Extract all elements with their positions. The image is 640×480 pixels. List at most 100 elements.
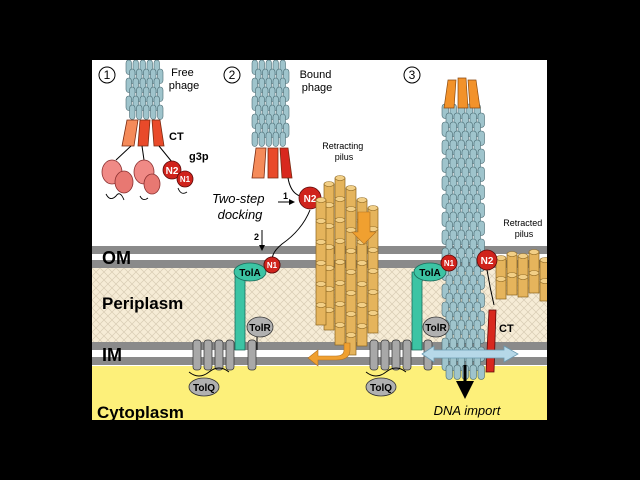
pilin-subunit (517, 276, 529, 298)
pilin-cap (334, 238, 346, 244)
docking-step-2: 2 (254, 232, 259, 242)
pilin-cap (539, 257, 547, 263)
phage-infection-diagram: OM Periplasm IM Cytoplasm 1 Free phage C… (92, 60, 547, 420)
pilin-cap (356, 281, 368, 287)
pilin-subunit (334, 219, 346, 241)
pilin-subunit (367, 312, 379, 334)
ct-label-1: CT (169, 131, 184, 143)
pilin-subunit (315, 262, 327, 284)
pilin-cap (495, 276, 507, 282)
capsomer (143, 104, 150, 120)
capsomer (136, 104, 143, 120)
g3p-label: g3p (189, 151, 209, 163)
helix-loop (365, 367, 407, 377)
step-2-marker: 2 (223, 66, 241, 84)
retraction-arrow-down (351, 211, 377, 245)
pilin-subunit (345, 208, 357, 230)
retracting-pilus-label: Retracting pilus (322, 141, 366, 162)
pilin-cap (334, 259, 346, 265)
pilin-cap (528, 249, 540, 255)
tm-helix (247, 339, 257, 371)
pilin-cap (356, 260, 368, 266)
pilin-cap (315, 239, 327, 245)
pilin-subunit (334, 177, 346, 199)
pilin-subunit (315, 241, 327, 263)
pilin-subunit (539, 259, 547, 281)
capsomer (265, 131, 272, 147)
tola-label-2: TolA (419, 268, 440, 279)
pilin-cap (345, 332, 357, 338)
pilin-subunit (315, 199, 327, 221)
dna-import-label: DNA import (434, 403, 502, 418)
bound-phage-body (251, 60, 290, 147)
tolq-label-2: TolQ (370, 383, 392, 394)
svg-text:1: 1 (104, 68, 111, 82)
cytoplasm-label: Cytoplasm (97, 403, 184, 420)
channel-phage-tip (443, 77, 481, 109)
pilin-subunit (334, 198, 346, 220)
pilin-cap (345, 290, 357, 296)
pilin-subunit (345, 187, 357, 209)
pilin-cap (315, 260, 327, 266)
pilin-cap (334, 217, 346, 223)
tm-helix (214, 339, 224, 371)
n1-label-3: N1 (267, 261, 278, 270)
capsomer (157, 104, 164, 120)
pilin-cap (517, 253, 529, 259)
retraction-arrow-under (307, 342, 351, 367)
pilin-subunit (495, 257, 507, 279)
pilin-cap (334, 322, 346, 328)
pilin-cap (495, 255, 507, 261)
membrane-opening-arrow (421, 345, 519, 363)
retracting-pilus (315, 175, 379, 356)
pilin-cap (315, 218, 327, 224)
tm-helix (391, 339, 401, 371)
pilin-subunit (345, 250, 357, 272)
pilin-subunit (528, 251, 540, 273)
pilin-subunit (345, 313, 357, 335)
periplasm-label: Periplasm (102, 294, 183, 313)
pilin-subunit (506, 253, 518, 275)
pilin-cap (334, 301, 346, 307)
pilin-cap (345, 185, 357, 191)
n2-label-1: N2 (166, 166, 179, 177)
bound-phage-label: Bound phage (300, 69, 335, 94)
pilin-subunit (345, 292, 357, 314)
tm-helix (380, 339, 390, 371)
capsomer (258, 131, 265, 147)
pilin-subunit (334, 261, 346, 283)
om-label: OM (102, 248, 131, 268)
capsomer (469, 364, 477, 380)
pilin-cap (323, 181, 335, 187)
pilin-subunit (315, 304, 327, 326)
tm-helix (225, 339, 235, 371)
n1-label-4: N1 (444, 259, 455, 268)
capsomer (453, 364, 461, 380)
pilin-cap (315, 302, 327, 308)
pilin-subunit (367, 249, 379, 271)
pilin-cap (367, 268, 379, 274)
svg-text:2: 2 (229, 68, 236, 82)
pilin-subunit (539, 280, 547, 302)
pilin-subunit (506, 274, 518, 296)
pilin-cap (506, 272, 518, 278)
pilin-cap (517, 274, 529, 280)
pilin-subunit (356, 304, 368, 326)
step-3-marker: 3 (403, 66, 421, 84)
helix-loop (188, 367, 230, 377)
capsomer (477, 364, 485, 380)
pilin-cap (345, 227, 357, 233)
pilin-subunit (315, 283, 327, 305)
pilin-subunit (356, 283, 368, 305)
pilin-cap (367, 289, 379, 295)
pilin-cap (539, 278, 547, 284)
pilin-subunit (356, 241, 368, 263)
docking-step-1: 1 (283, 191, 288, 201)
capsomer (129, 104, 136, 120)
pilin-subunit (334, 303, 346, 325)
n2-label-3: N2 (481, 256, 494, 267)
tol-complex-left (188, 256, 281, 397)
free-phage-body (125, 60, 164, 120)
pilin-cap (356, 197, 368, 203)
im-label: IM (102, 345, 122, 365)
